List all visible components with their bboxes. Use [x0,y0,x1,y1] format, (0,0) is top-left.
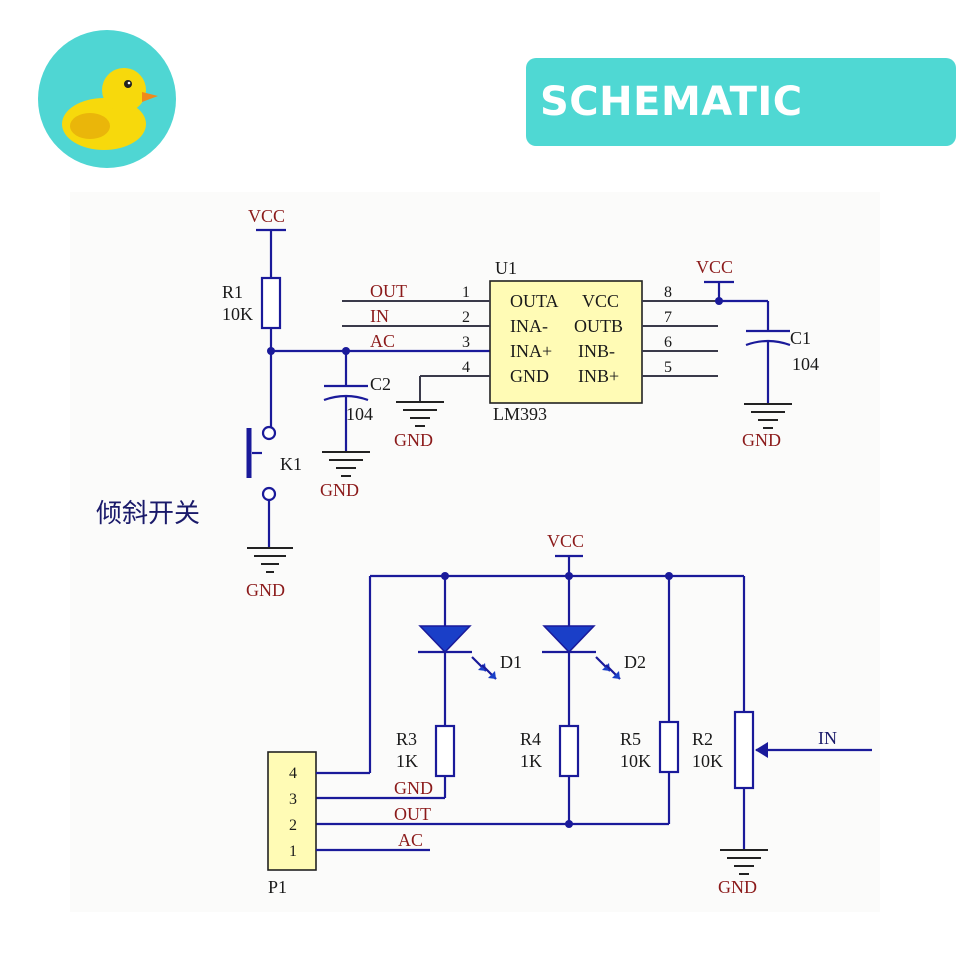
u1-pin-2-name: INA- [510,316,548,336]
p1-net-ac: AC [398,830,423,850]
net-ac-label: AC [370,331,395,351]
gnd-label-r2: GND [718,877,757,897]
c1-capacitor: VCC C1 104 GND [696,257,819,450]
r3-ref: R3 [396,729,417,749]
k1-ref: K1 [280,454,302,474]
p1-pin-4-num: 4 [289,765,297,782]
r2-in-label: IN [818,728,837,748]
r4-ref: R4 [520,729,541,749]
net-in-label: IN [370,306,389,326]
d2-led: D2 [542,576,646,726]
net-out-label: OUT [370,281,407,301]
u1-pin-3-num: 3 [462,334,470,351]
u1-pin-1-num: 1 [462,284,470,301]
u1-pin-3-name: INA+ [510,341,552,361]
u1-part: LM393 [493,404,547,424]
c2-ref: C2 [370,374,391,394]
c1-value: 104 [792,354,819,374]
r5-resistor: R5 10K [316,576,680,826]
c1-ref: C1 [790,328,811,348]
u1-body [489,280,643,404]
p1-pin-1-num: 1 [289,843,297,860]
c2-capacitor: C2 104 GND [320,351,391,500]
d1-ref: D1 [500,652,522,672]
vcc-label-u1: VCC [696,257,733,277]
p1-net-gnd: GND [394,778,433,798]
r1-value: 10K [222,304,253,324]
d2-ref: D2 [624,652,646,672]
p1-net-out: OUT [394,804,431,824]
d1-led: D1 [418,576,522,726]
gnd-label-u1: GND [394,430,433,450]
vcc-label-r1: VCC [248,206,285,226]
u1-pin-2-num: 2 [462,309,470,326]
u1-pin-8-num: 8 [664,284,672,301]
u1-pin-7-num: 7 [664,309,672,326]
k1-label: 倾斜开关 [96,499,200,528]
p1-connector: 4 3 2 1 GND OUT AC P1 [267,751,433,897]
u1-pin-1-name: OUTA [510,291,559,311]
u1-comparator: U1 LM393 OUT IN AC 1 2 3 4 OUTA INA- INA… [342,258,720,450]
p1-pin-2-num: 2 [289,817,297,834]
r1-branch: VCC R1 10K [222,206,490,428]
c2-value: 104 [346,404,373,424]
u1-pin-4-num: 4 [462,359,470,376]
r2-potentiometer: IN R2 10K GND [692,576,872,897]
r4-value: 1K [520,751,542,771]
u1-pin-6-num: 6 [664,334,672,351]
p1-ref: P1 [268,877,287,897]
vcc-label-lower: VCC [547,531,584,551]
r2-ref: R2 [692,729,713,749]
u1-pin-4-name: GND [510,366,549,386]
r5-ref: R5 [620,729,641,749]
schematic-banner: SCHEMATIC [526,58,956,146]
r1-resistor [260,276,282,330]
u1-pin-7-name: OUTB [574,316,623,336]
gnd-label-c1: GND [742,430,781,450]
logo [38,30,176,168]
u1-pin-5-name: INB+ [578,366,619,386]
gnd-label-k1: GND [246,580,285,600]
lower-vcc-bus: VCC [368,531,744,773]
p1-pin-3-num: 3 [289,791,297,808]
r3-resistor: R3 1K [316,724,456,800]
r4-resistor: R4 1K [520,724,580,828]
u1-pin-6-name: INB- [578,341,615,361]
u1-pin-8-name: VCC [582,291,619,311]
r5-value: 10K [620,751,651,771]
r1-ref: R1 [222,282,243,302]
k1-tilt-switch: K1 倾斜开关 GND [96,425,302,600]
r2-value: 10K [692,751,723,771]
rubber-duck-icon [62,68,158,150]
u1-ref: U1 [495,258,517,278]
r3-value: 1K [396,751,418,771]
u1-pin-5-num: 5 [664,359,672,376]
gnd-label-c2: GND [320,480,359,500]
banner-title: SCHEMATIC [540,79,803,125]
